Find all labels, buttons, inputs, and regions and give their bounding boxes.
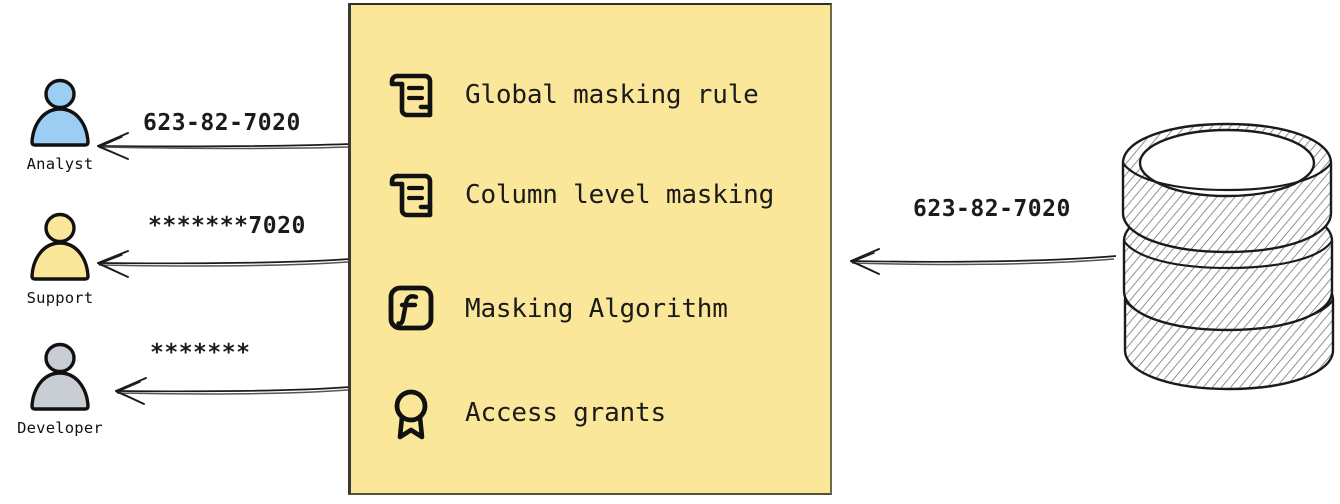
policy-item-label: Masking Algorithm — [465, 294, 728, 324]
scroll-icon — [389, 73, 433, 118]
actor-analyst: Analyst — [8, 78, 112, 173]
arrow-left-icon — [850, 248, 1117, 275]
policy-item-access-grants[interactable]: Access grants — [383, 381, 666, 445]
source-value: 623-82-7020 — [913, 196, 1071, 222]
flow-value-analyst: 623-82-7020 — [143, 110, 301, 136]
actor-label: Support — [26, 289, 94, 307]
policy-item-label: Access grants — [465, 398, 666, 428]
actor-developer: Developer — [8, 342, 112, 437]
person-icon — [30, 212, 90, 281]
policy-item-label: Global masking rule — [465, 80, 759, 110]
flow-value-developer: ******* — [150, 340, 251, 366]
flow-value-support: *******7020 — [148, 213, 306, 239]
actor-label: Analyst — [26, 155, 94, 173]
person-icon — [30, 342, 90, 411]
policy-item-label: Column level masking — [465, 180, 775, 210]
scroll-icon — [389, 173, 433, 218]
award-icon — [394, 389, 428, 440]
person-icon — [30, 78, 90, 147]
policy-panel: Global masking rule Column level masking… — [348, 3, 832, 495]
function-icon — [388, 285, 434, 331]
database-cylinder-icon — [1121, 122, 1335, 391]
arrow-left-icon — [97, 132, 351, 160]
policy-list: Global masking rule Column level masking… — [351, 5, 830, 493]
arrow-left-icon — [115, 377, 351, 405]
policy-item-global-masking-rule[interactable]: Global masking rule — [383, 63, 759, 127]
actor-label: Developer — [17, 419, 103, 437]
policy-item-column-level-masking[interactable]: Column level masking — [383, 163, 774, 227]
actor-support: Support — [8, 212, 112, 307]
arrow-left-icon — [97, 250, 351, 278]
policy-item-masking-algorithm[interactable]: Masking Algorithm — [383, 277, 728, 341]
